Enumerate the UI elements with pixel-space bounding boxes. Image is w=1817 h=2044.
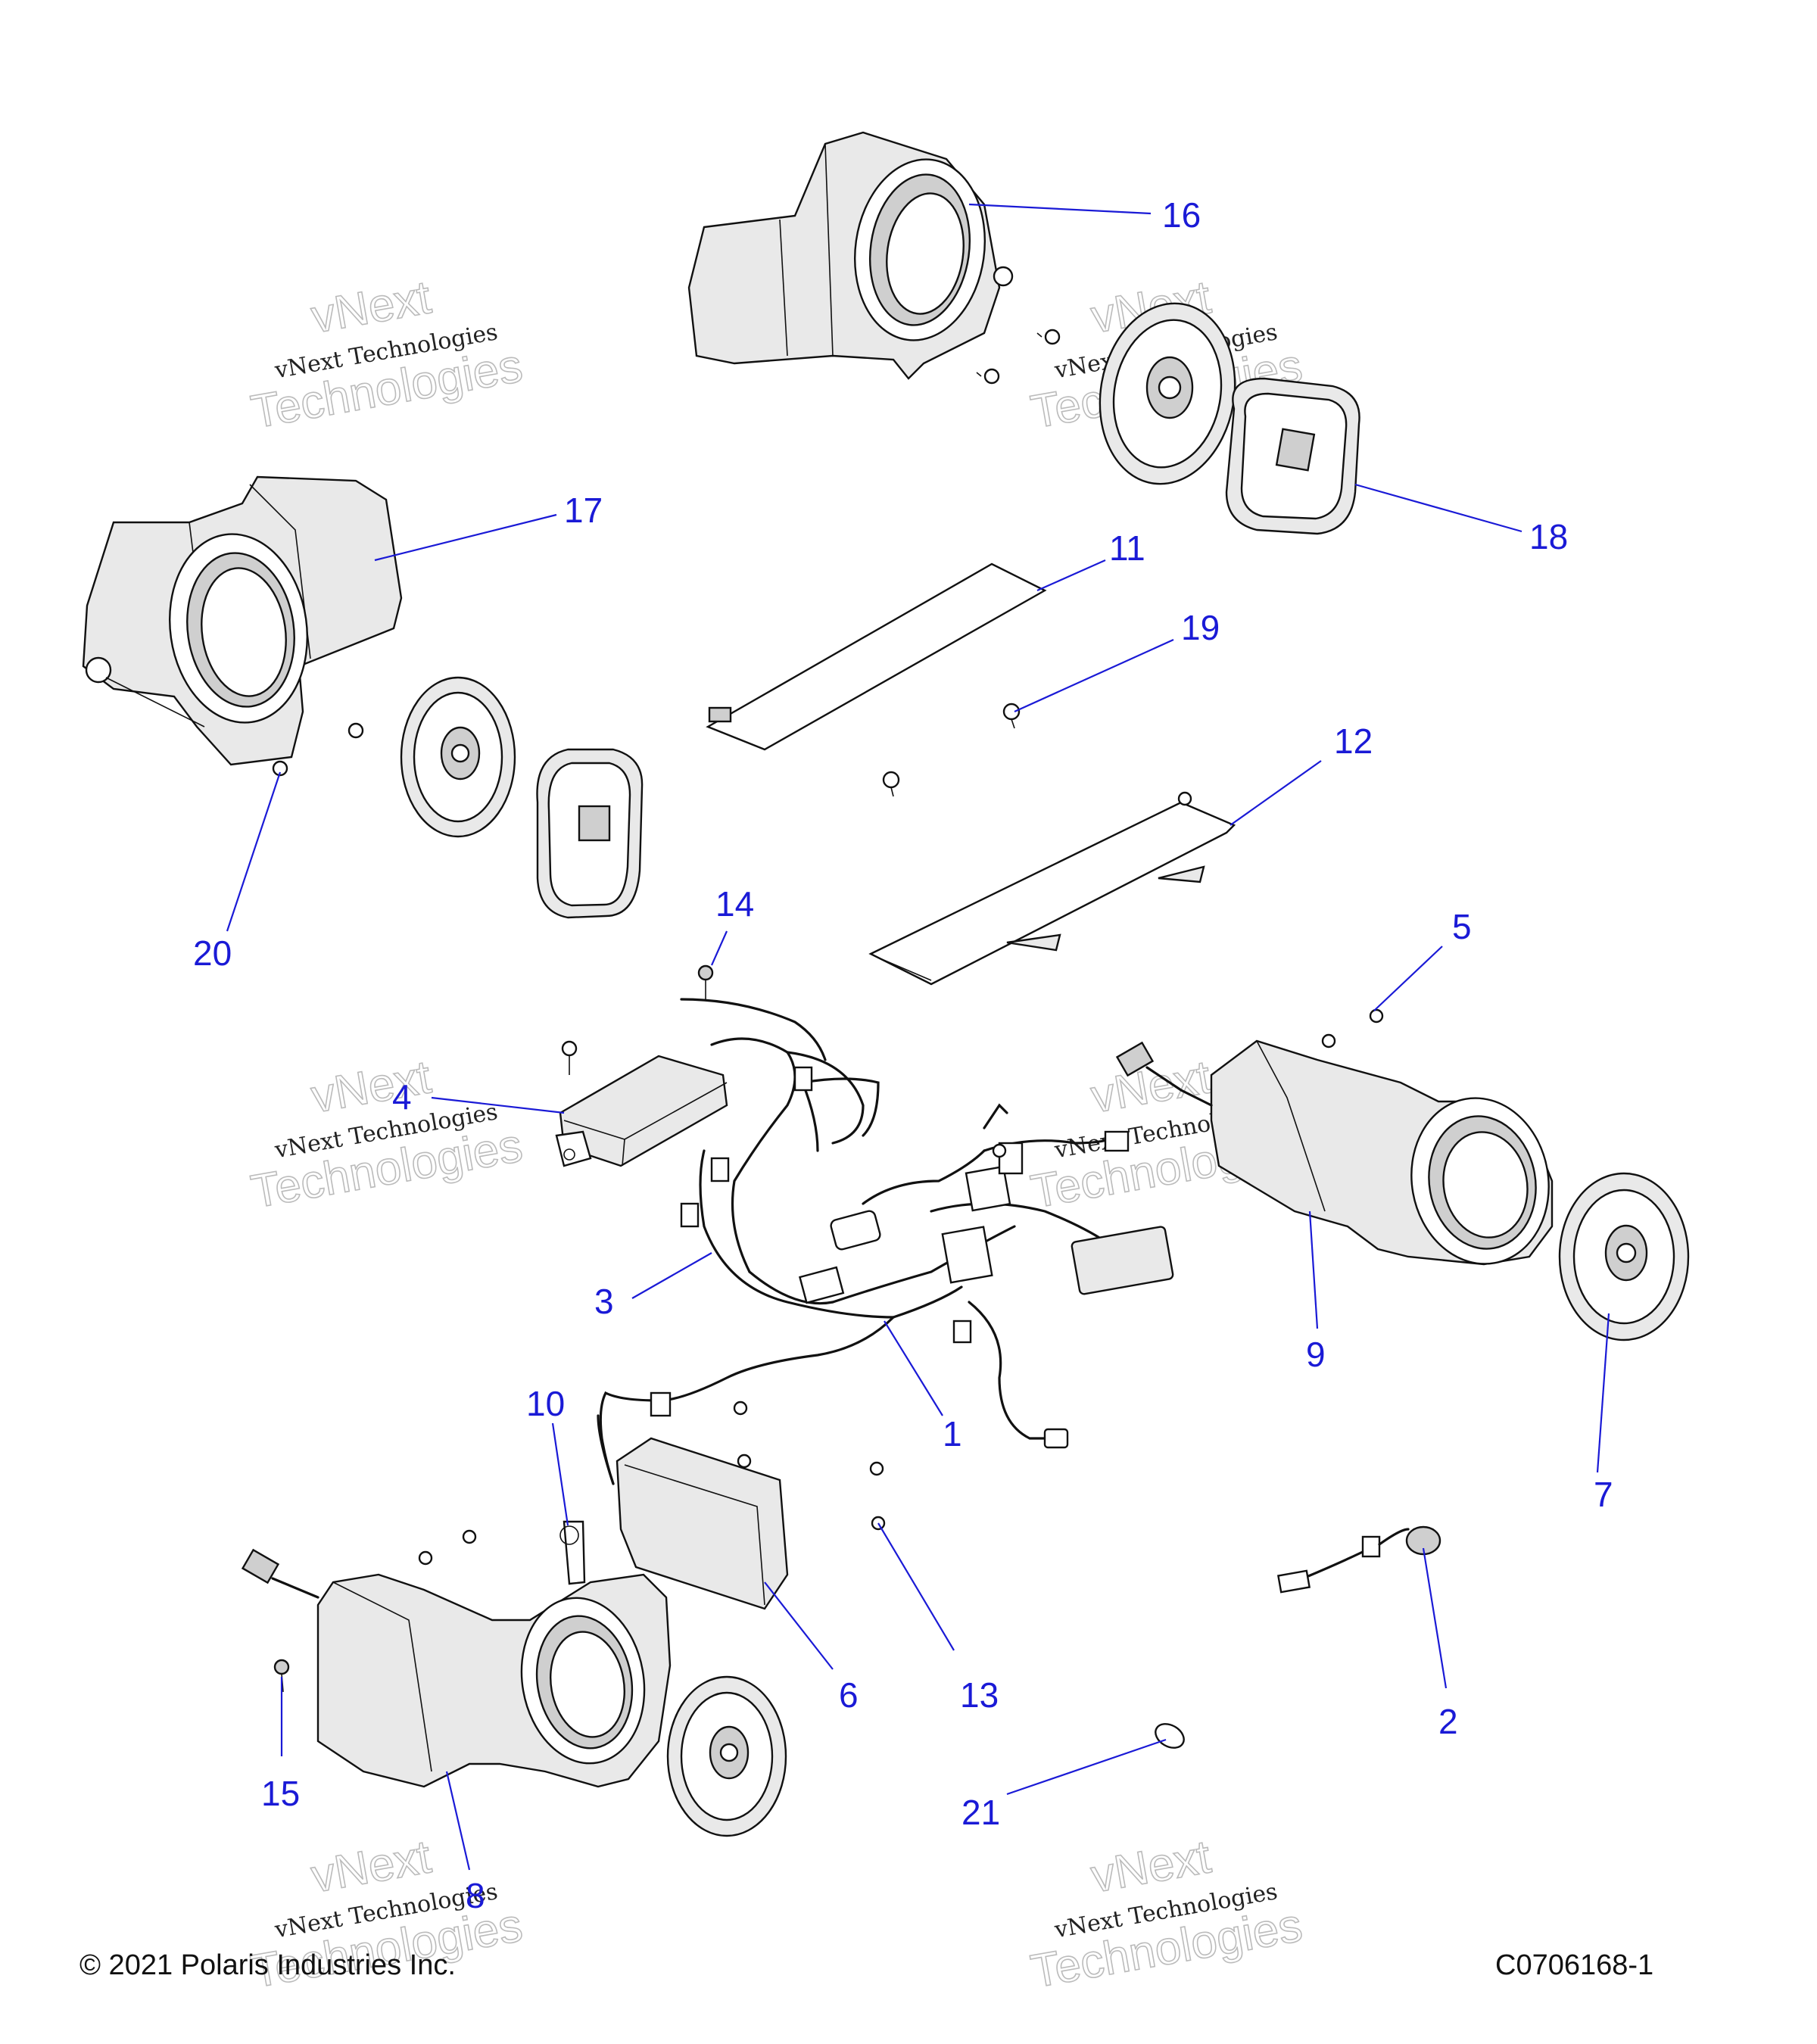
clip-21 [1155,1723,1185,1749]
speaker-left [400,676,516,838]
callout-5: 5 [1452,907,1472,946]
watermark-group-mid-left: vNext vNext Technologies Technologies [247,1050,527,1219]
callout-20: 20 [193,933,232,973]
speaker-grille-left [536,748,644,919]
speaker-pod-right [1115,1039,1554,1266]
callout-21: 21 [961,1793,1000,1832]
figure-id: C0706168-1 [1495,1949,1654,1981]
callout-14: 14 [715,884,754,924]
control-module [555,1055,728,1167]
watermark-group-bottom-right: vNext vNext Technologies Technologies [1027,1830,1307,1999]
screw-set-left [272,722,364,777]
screw-14 [561,964,714,1075]
callout-10: 10 [526,1384,565,1423]
wiring-harness [599,998,1174,1485]
callout-17: 17 [564,491,603,530]
speaker-pod-left [82,475,403,766]
connector-10 [559,1520,586,1585]
callout-9: 9 [1306,1335,1326,1374]
callout-1: 1 [943,1414,962,1454]
cable-connector-2 [1276,1525,1441,1594]
leader-lines [226,203,1610,1871]
push-clip [882,703,1021,797]
callout-11: 11 [1109,528,1145,568]
callout-labels: 1 2 3 4 5 6 7 8 9 10 11 12 13 14 15 16 1… [193,195,1613,1915]
callout-15: 15 [261,1774,300,1813]
screw-set-top [976,329,1061,385]
callout-13: 13 [960,1675,999,1715]
callout-2: 2 [1438,1702,1458,1741]
callout-7: 7 [1594,1475,1613,1514]
watermark-group-top-left: vNext vNext Technologies Technologies [247,270,527,439]
callout-12: 12 [1334,721,1373,761]
speaker-pod-bottom-left [241,1548,672,1788]
speaker-top [1099,302,1236,485]
callout-19: 19 [1181,608,1220,647]
copyright-text: © 2021 Polaris Industries Inc. [79,1949,456,1981]
callout-3: 3 [594,1282,614,1321]
callout-4: 4 [392,1077,412,1117]
speaker-pod-top [687,131,1014,380]
speaker-grille-top [1225,377,1360,535]
callout-8: 8 [466,1876,485,1915]
tray-panel [868,791,1236,986]
callout-16: 16 [1162,195,1201,235]
callout-6: 6 [839,1675,859,1715]
screw-5 [1321,1008,1384,1048]
speaker-right [1558,1172,1690,1341]
screw-set-mid [418,1401,886,1566]
callout-18: 18 [1529,517,1568,556]
pad-mat [706,562,1047,751]
speaker-bottom [666,1675,787,1837]
amplifier [597,1414,789,1610]
